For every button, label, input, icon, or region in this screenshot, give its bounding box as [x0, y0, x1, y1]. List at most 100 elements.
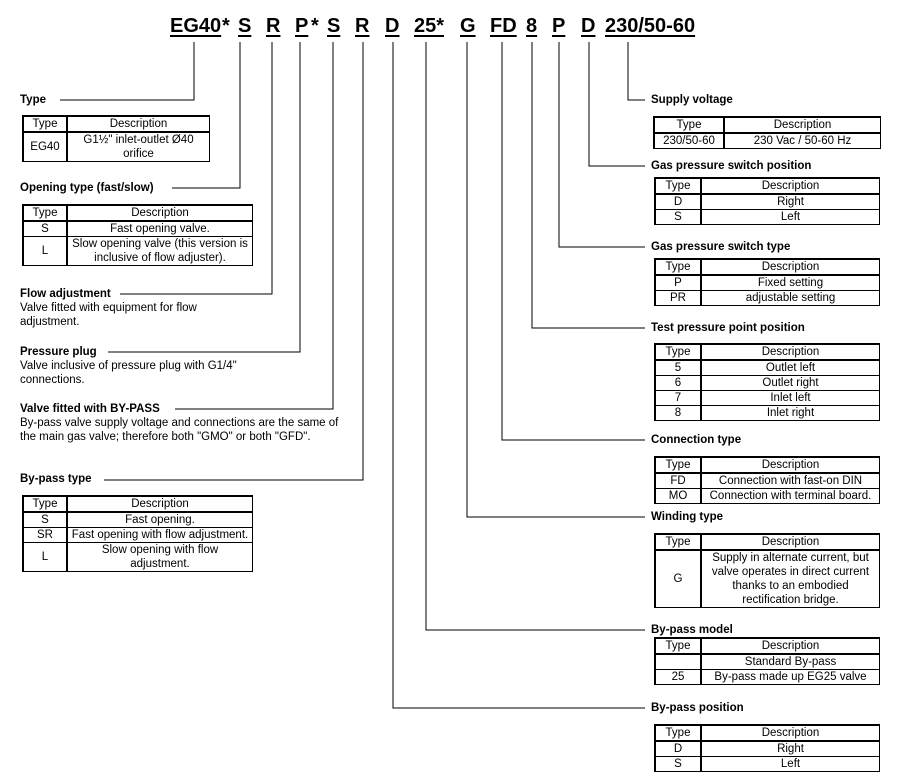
- code-flow-adjustment: R: [266, 15, 281, 37]
- table-row: EG40 G1½" inlet-outlet Ø40 orifice: [22, 131, 210, 162]
- table-row: L Slow opening with flow adjustment.: [22, 542, 253, 572]
- table-row: MO Connection with terminal board.: [654, 488, 880, 504]
- leader-line-flow-adjustment: [120, 42, 273, 295]
- table-row: S Left: [654, 756, 880, 772]
- description-cell: Fast opening with flow adjustment.: [66, 527, 253, 543]
- description-cell: Outlet left: [700, 359, 880, 376]
- type-cell: EG40: [22, 131, 68, 162]
- table-row: L Slow opening valve (this version is in…: [22, 236, 253, 266]
- description-cell: Inlet left: [700, 390, 880, 406]
- description-cell: Fast opening.: [66, 511, 253, 528]
- supply-voltage-table: Type Description 230/50-60 230 Vac / 50-…: [653, 116, 881, 149]
- test-point-heading: Test pressure point position: [651, 322, 805, 334]
- pressure-plug-text: Valve inclusive of pressure plug with G1…: [20, 360, 237, 386]
- type-cell: L: [22, 542, 68, 572]
- type-column-header: Type: [654, 343, 702, 361]
- leader-line-connection-type: [501, 42, 645, 441]
- gas-switch-position-table: Type Description D Right S Left: [654, 177, 880, 225]
- description-cell: Outlet right: [700, 375, 880, 391]
- winding-type-heading: Winding type: [651, 511, 724, 523]
- supply-voltage-heading: Supply voltage: [651, 94, 733, 106]
- leader-line-supply-voltage: [627, 42, 645, 101]
- type-column-header: Type: [654, 177, 702, 195]
- type-cell: P: [654, 274, 702, 291]
- description-column-header: Description: [66, 495, 253, 513]
- type-column-header: Type: [654, 533, 702, 551]
- type-cell: G: [654, 549, 702, 608]
- description-cell: G1½" inlet-outlet Ø40 orifice: [66, 131, 210, 162]
- description-column-header: Description: [700, 533, 880, 551]
- leader-line-gas-switch-position: [588, 42, 645, 167]
- table-row: S Left: [654, 209, 880, 225]
- type-cell: S: [654, 209, 702, 225]
- table-row: PR adjustable setting: [654, 290, 880, 306]
- gas-switch-type-table: Type Description P Fixed setting PR adju…: [654, 258, 880, 306]
- pressure-plug-heading: Pressure plug: [20, 346, 97, 358]
- bypass-valve-heading: Valve fitted with BY-PASS: [20, 403, 160, 415]
- table-row: P Fixed setting: [654, 274, 880, 291]
- bypass-model-table: Type Description Standard By-pass 25 By-…: [654, 637, 880, 685]
- type-column-header: Type: [22, 115, 68, 133]
- table-header-row: Type Description: [22, 204, 253, 222]
- table-header-row: Type Description: [654, 177, 880, 195]
- flow-adjustment-heading: Flow adjustment: [20, 288, 111, 300]
- code-gas-switch-position: D: [581, 15, 596, 37]
- type-column-header: Type: [654, 456, 702, 474]
- connection-type-heading: Connection type: [651, 434, 742, 446]
- description-cell: adjustable setting: [700, 290, 880, 306]
- code-gas-switch-type: P: [552, 15, 566, 37]
- table-row: D Right: [654, 740, 880, 757]
- table-row: S Fast opening.: [22, 511, 253, 528]
- leader-line-gas-switch-type: [558, 42, 645, 248]
- table-row: SR Fast opening with flow adjustment.: [22, 527, 253, 543]
- code-separator: *: [222, 15, 230, 37]
- table-row: 6 Outlet right: [654, 375, 880, 391]
- table-row: 25 By-pass made up EG25 valve: [654, 669, 880, 685]
- type-cell: D: [654, 740, 702, 757]
- code-bypass: S: [327, 15, 341, 37]
- table-row: D Right: [654, 193, 880, 210]
- description-cell: By-pass made up EG25 valve: [700, 669, 880, 685]
- code-bypass-type: R: [355, 15, 370, 37]
- leader-line-bypass-position: [392, 42, 645, 709]
- description-cell: Slow opening valve (this version is incl…: [66, 236, 253, 266]
- winding-type-table: Type Description G Supply in alternate c…: [654, 533, 880, 608]
- table-header-row: Type Description: [654, 724, 880, 742]
- type-cell: 230/50-60: [653, 132, 725, 149]
- description-cell: Inlet right: [700, 405, 880, 421]
- bypass-position-heading: By-pass position: [651, 702, 744, 714]
- leader-line-test-point: [531, 42, 645, 329]
- leader-line-bypass-type: [104, 42, 364, 481]
- type-heading: Type: [20, 94, 46, 106]
- description-column-header: Description: [700, 456, 880, 474]
- leader-line-pressure-plug: [108, 42, 301, 353]
- table-header-row: Type Description: [653, 116, 881, 134]
- opening-type-heading: Opening type (fast/slow): [20, 182, 154, 194]
- table-header-row: Type Description: [654, 343, 880, 361]
- code-type: EG40: [170, 15, 222, 37]
- table-row: G Supply in alternate current, but valve…: [654, 549, 880, 608]
- description-cell: Connection with terminal board.: [700, 488, 880, 504]
- type-column-header: Type: [22, 204, 68, 222]
- description-cell: Fast opening valve.: [66, 220, 253, 237]
- code-connection-type: FD: [490, 15, 517, 37]
- type-cell: 8: [654, 405, 702, 421]
- table-row: FD Connection with fast-on DIN: [654, 472, 880, 489]
- type-cell: 5: [654, 359, 702, 376]
- leader-line-type: [60, 42, 195, 101]
- description-cell: Right: [700, 740, 880, 757]
- type-column-header: Type: [654, 258, 702, 276]
- table-header-row: Type Description: [22, 495, 253, 513]
- description-cell: Fixed setting: [700, 274, 880, 291]
- leader-line-winding-type: [466, 42, 645, 518]
- description-cell: Supply in alternate current, but valve o…: [700, 549, 880, 608]
- type-cell: S: [22, 511, 68, 528]
- description-cell: Left: [700, 756, 880, 772]
- leader-line-bypass: [175, 42, 334, 410]
- bypass-type-table: Type Description S Fast opening. SR Fast…: [22, 495, 253, 572]
- flow-adjustment-text: Valve fitted with equipment for flow adj…: [20, 302, 197, 328]
- type-cell: 6: [654, 375, 702, 391]
- description-column-header: Description: [700, 343, 880, 361]
- table-row: 5 Outlet left: [654, 359, 880, 376]
